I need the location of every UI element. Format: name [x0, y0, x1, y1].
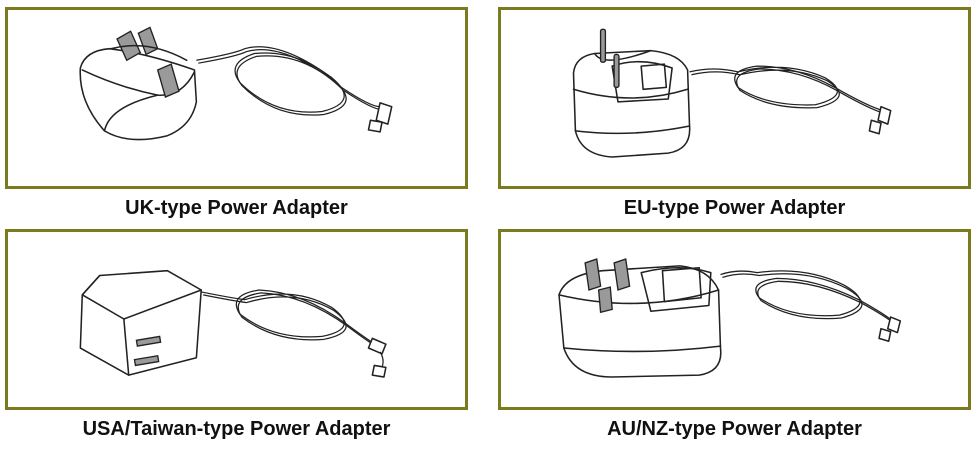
caption-eu: EU-type Power Adapter [623, 197, 846, 219]
panel-au-adapter [498, 229, 971, 410]
panel-eu-adapter [498, 7, 971, 189]
us-plug-adapter-icon [79, 269, 387, 378]
panel-us-adapter [5, 229, 468, 410]
uk-plug-adapter-icon [79, 26, 393, 141]
au-plug-adapter-icon [558, 258, 902, 378]
eu-plug-adapter-icon [572, 28, 892, 158]
caption-us: USA/Taiwan-type Power Adapter [82, 418, 391, 440]
panel-uk-adapter [5, 7, 468, 189]
caption-uk: UK-type Power Adapter [125, 197, 348, 219]
caption-au: AU/NZ-type Power Adapter [607, 418, 862, 440]
